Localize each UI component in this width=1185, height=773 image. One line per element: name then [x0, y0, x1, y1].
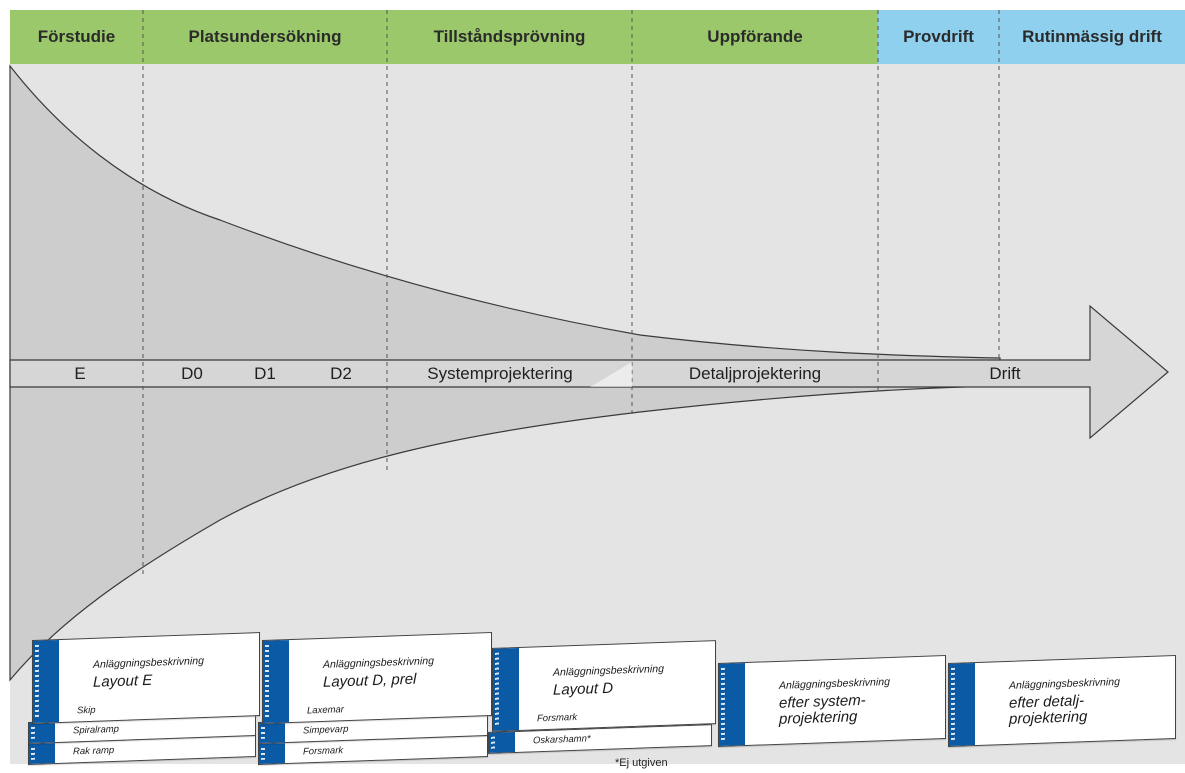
document-variant: Rak ramp	[73, 744, 115, 758]
stage-d2: D2	[330, 364, 352, 383]
phase-rutinmassig-drift: Rutinmässig drift	[1022, 27, 1162, 46]
stage-drift: Drift	[989, 364, 1021, 383]
phase-forstudie: Förstudie	[37, 27, 116, 46]
document-variant: Laxemar	[307, 704, 344, 717]
document-header: Anläggningsbeskrivning	[323, 655, 434, 671]
document-title: Layout D	[553, 679, 614, 699]
arrow-highlight	[590, 362, 632, 387]
phase-platsundersokning: Platsundersökning	[188, 27, 342, 46]
document-variant: Forsmark	[303, 745, 344, 758]
stage-e: E	[74, 364, 86, 383]
document-layout-d: Oskarshamn* Anläggningsbeskrivning Layou…	[488, 640, 718, 755]
document-cover: Anläggningsbeskrivning efter detalj- pro…	[948, 655, 1176, 747]
document-layout-d-prel: Forsmark Simpevarp Anläggningsbeskrivnin…	[258, 631, 498, 766]
document-header: Anläggningsbeskrivning	[1009, 675, 1120, 692]
phase-provdrift: Provdrift	[903, 27, 974, 46]
document-layout-e: Rak ramp Spiralramp Anläggningsbeskrivni…	[28, 632, 263, 765]
document-variant: Oskarshamn*	[533, 733, 591, 747]
document-header: Anläggningsbeskrivning	[553, 662, 664, 679]
document-cover: Anläggningsbeskrivning efter system- pro…	[718, 655, 946, 747]
document-cover: Anläggningsbeskrivning Layout E Skip	[32, 632, 260, 724]
phase-uppforande: Uppförande	[707, 27, 803, 46]
document-title: Layout D, prel	[323, 670, 417, 691]
phase-band-green	[10, 10, 878, 64]
divider-lines	[142, 10, 1000, 575]
footnote: *Ej utgiven	[615, 757, 668, 769]
timeline-arrow	[9, 304, 1169, 440]
document-efter-systemprojektering: Anläggningsbeskrivning efter system- pro…	[718, 655, 950, 747]
stage-d1: D1	[254, 364, 276, 383]
document-title: efter system- projektering	[779, 691, 866, 728]
stage-detaljprojektering: Detaljprojektering	[688, 364, 822, 383]
stage-systemprojektering: Systemprojektering	[427, 364, 573, 383]
phase-band-blue	[878, 10, 1185, 64]
document-title: efter detalj- projektering	[1009, 692, 1088, 728]
document-cover: Anläggningsbeskrivning Layout D, prel La…	[262, 631, 492, 725]
document-cover: Anläggningsbeskrivning Layout D Forsmark	[492, 640, 716, 732]
stage-d0: D0	[181, 364, 203, 383]
document-variant: Forsmark	[537, 711, 578, 725]
document-title: Layout E	[93, 671, 153, 691]
document-header: Anläggningsbeskrivning	[93, 654, 204, 671]
document-header: Anläggningsbeskrivning	[779, 675, 890, 692]
document-variant: Spiralramp	[73, 723, 119, 737]
document-variant: Skip	[77, 704, 96, 717]
phase-tillstandsprovning: Tillståndsprövning	[433, 27, 586, 46]
document-efter-detaljprojektering: Anläggningsbeskrivning efter detalj- pro…	[948, 655, 1180, 747]
document-variant: Simpevarp	[303, 723, 349, 737]
